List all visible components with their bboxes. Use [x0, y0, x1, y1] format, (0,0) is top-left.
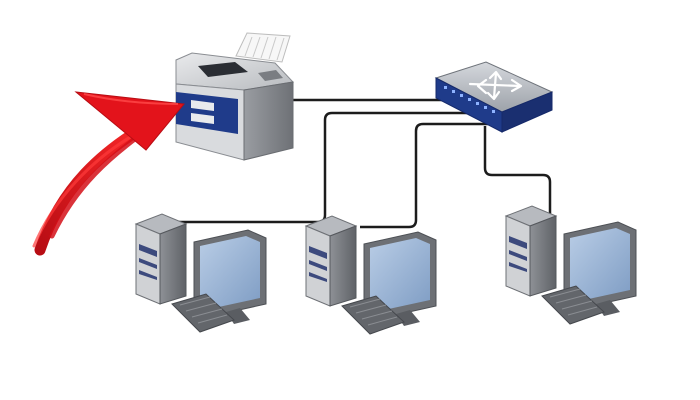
- desktop-computer-icon: [304, 215, 437, 335]
- red-arrow-icon: [32, 91, 185, 256]
- desktop-computer-icon: [504, 205, 637, 325]
- switch-arrows-icon: [468, 70, 523, 101]
- pc-middle: [304, 215, 437, 335]
- pc-left: [134, 213, 267, 333]
- network-switch-icon: [434, 61, 554, 133]
- cable-switch-pc-right: [483, 126, 552, 216]
- printer-icon: [175, 32, 295, 161]
- cable-switch-pc-middle: [360, 122, 490, 229]
- desktop-computer-icon: [134, 213, 267, 333]
- pc-right: [504, 205, 637, 325]
